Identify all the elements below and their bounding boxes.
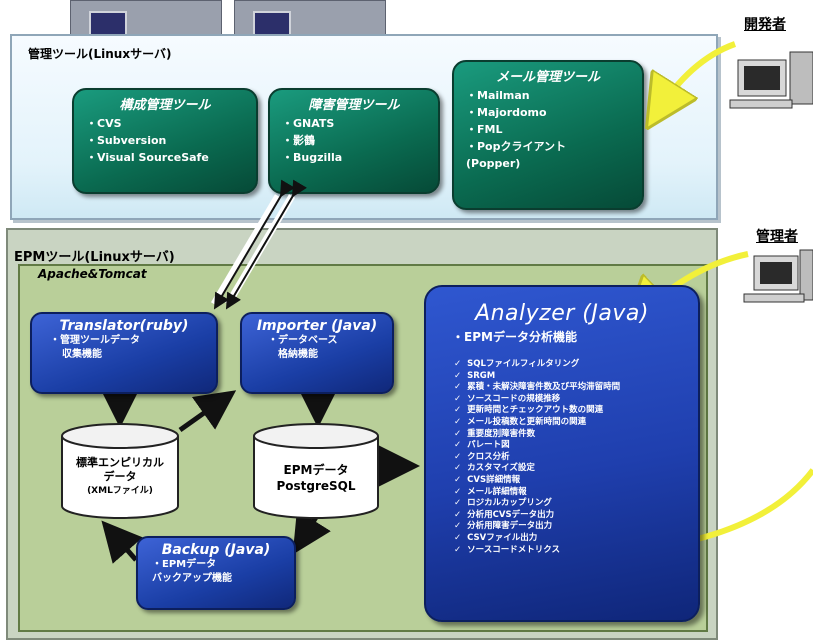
bug-management-title: 障害管理ツール [308,98,400,113]
list-item: ソースコードの規模推移 [454,394,698,406]
config-management-title: 構成管理ツール [119,98,211,113]
list-item: ・GNATS [282,117,335,130]
list-item: ・Bugzilla [282,151,343,164]
list-item: ・影鶴 [282,134,315,147]
list-item: ・Popクライアント [466,140,567,153]
list-item: メール投稿数と更新時間の関連 [454,417,698,429]
epm-db-cylinder [253,423,379,519]
analyzer-subtitle: ・EPMデータ分析機能 [452,330,577,344]
admin-tools-panel: 管理ツール(Linuxサーバ) 構成管理ツール ・CVS ・Subversion… [10,34,718,220]
backup-title: Backup (Java) [161,542,271,558]
apache-tomcat-label: Apache&Tomcat [38,267,147,281]
list-item: 更新時間とチェックアウト数の関連 [454,405,698,417]
list-item: ・CVS [86,117,122,130]
importer-desc-2: 格納機能 [278,349,318,360]
list-item: メール詳細情報 [454,487,698,499]
list-item: SRGM [454,371,698,383]
backup-desc-2: バックアップ機能 [152,573,232,584]
analyzer-title: Analyzer (Java) [475,301,649,326]
list-item: クロス分析 [454,452,698,464]
list-item: ・Majordomo [466,106,547,119]
developer-computer-icon [729,51,813,109]
list-item: ソースコードメトリクス [454,545,698,557]
backup-desc: ・EPMデータ [152,559,217,570]
translator-box: Translator(ruby) ・管理ツールデータ 収集機能 [30,312,218,394]
list-item: ・Visual SourceSafe [86,151,209,164]
backup-box: Backup (Java) ・EPMデータ バックアップ機能 [136,536,296,610]
list-item: CSVファイル出力 [454,533,698,545]
analyzer-feature-list: SQLファイルフィルタリング SRGM 累積・未解決障害件数及び平均滞留時間 ソ… [426,359,698,556]
list-item: 分析用障害データ出力 [454,521,698,533]
list-item: CVS詳細情報 [454,475,698,487]
translator-desc: ・管理ツールデータ [50,335,140,346]
mail-management-title: メール管理ツール [495,70,600,85]
epm-db-label: EPMデータ PostgreSQL [276,463,356,493]
admin-panel-title: 管理ツール(Linuxサーバ) [28,47,172,61]
arrow-backup-to-data [101,520,143,564]
bug-management-box: 障害管理ツール ・GNATS ・影鶴 ・Bugzilla [268,88,440,194]
translator-title: Translator(ruby) [59,318,189,334]
admin-label: 管理者 [756,229,798,245]
importer-title: Importer (Java) [256,318,378,334]
list-item: パレート図 [454,440,698,452]
list-item: ・FML [466,123,503,136]
list-item: 重要度別障害件数 [454,429,698,441]
arrow-data-to-importer [178,390,237,433]
list-item: 累積・未解決障害件数及び平均滞留時間 [454,382,698,394]
developer-label: 開発者 [744,17,786,33]
developer-arrow [656,41,737,114]
translator-desc-2: 収集機能 [62,349,102,360]
importer-desc: ・データベース [268,335,338,346]
arrow-db-to-backup [292,509,331,555]
standard-data-label: 標準エンピリカル データ (XMLファイル) [76,456,164,496]
config-management-box: 構成管理ツール ・CVS ・Subversion ・Visual SourceS… [72,88,258,194]
list-item: 分析用CVSデータ出力 [454,510,698,522]
list-item: SQLファイルフィルタリング [454,359,698,371]
list-item: ・Subversion [86,134,167,147]
list-item: ・Mailman [466,89,530,102]
epm-panel-title: EPMツール(Linuxサーバ) [14,250,175,265]
sync-arrow [210,179,307,310]
standard-data-cylinder [61,423,179,519]
list-item: ロジカルカップリング [454,498,698,510]
analyzer-box: Analyzer (Java) ・EPMデータ分析機能 SQLファイルフィルタリ… [424,285,700,622]
importer-box: Importer (Java) ・データベース 格納機能 [240,312,394,394]
admin-computer-icon [743,249,813,303]
list-item: (Popper) [466,157,521,170]
mail-management-box: メール管理ツール ・Mailman ・Majordomo ・FML ・Popクラ… [452,60,644,210]
list-item: カスタマイズ設定 [454,463,698,475]
